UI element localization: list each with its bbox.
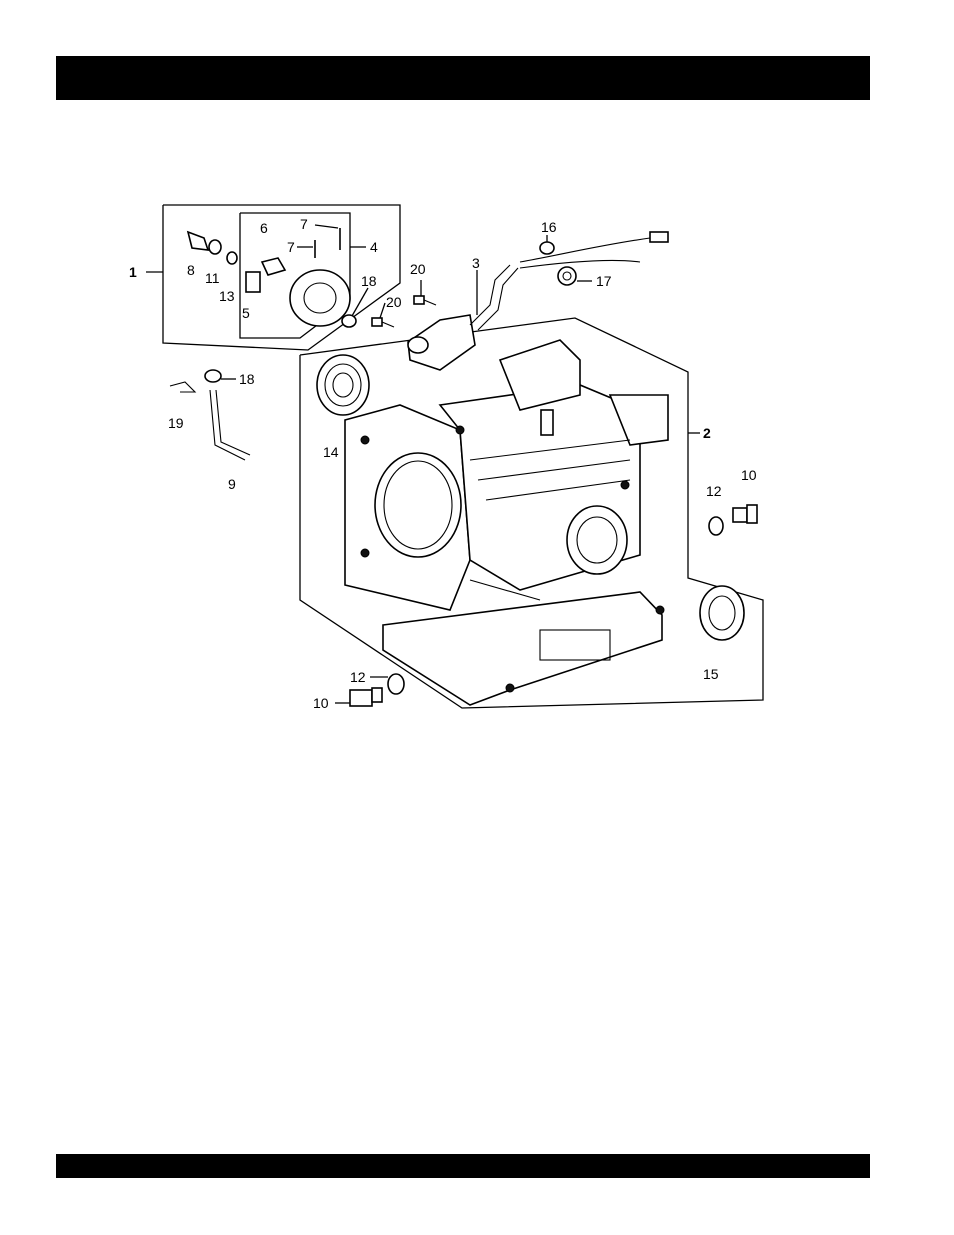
callout-7a: 7 [300,216,308,232]
bearing-part-14 [317,355,369,415]
holder-part-5 [246,272,260,292]
callout-18a: 18 [361,273,377,289]
callout-15: 15 [703,666,719,682]
callout-12a: 12 [706,483,722,499]
callout-9: 9 [228,476,236,492]
clip-part-13 [227,252,237,264]
nut-part-17 [558,267,576,285]
callout-16: 16 [541,219,557,235]
callout-11: 11 [205,270,220,286]
washer-part-18a [342,315,356,327]
callout-20a: 20 [410,261,426,277]
callout-17: 17 [596,273,612,289]
callout-18b: 18 [239,371,255,387]
governor-slider-part-6 [262,258,285,275]
callout-14: 14 [323,444,339,460]
oil-level-switch-part-3 [408,265,518,370]
washer-part-12b [388,674,404,694]
oil-seal-part-15 [700,586,744,640]
washer-part-11 [209,240,221,254]
callout-5: 5 [242,305,250,321]
callout-13: 13 [219,288,235,304]
callout-20b: 20 [386,294,402,310]
callout-6: 6 [260,220,268,236]
footer-bar [56,1154,870,1178]
crankcase-body [345,340,668,705]
drain-bolt-part-10b [350,688,382,706]
callout-8: 8 [187,262,195,278]
governor-arm-part-9 [210,390,250,460]
callout-10b: 10 [313,695,329,711]
drain-bolt-part-10a [733,505,757,523]
callout-1: 1 [129,264,137,280]
bolt-part-20a [414,296,436,305]
callout-7b: 7 [287,239,295,255]
callout-2: 2 [703,425,711,441]
callout-19: 19 [168,415,184,431]
clip-part-19 [170,382,195,392]
governor-gear-part-4 [290,270,350,326]
callout-3: 3 [472,255,480,271]
callout-12b: 12 [350,669,366,685]
bolt-part-20b [372,318,394,327]
wire-harness-part-16 [520,232,668,268]
washer-part-12a [709,517,723,535]
pin-part-7 [315,228,340,258]
callout-10a: 10 [741,467,757,483]
shaft-part-8 [188,232,208,250]
callout-4: 4 [370,239,378,255]
washer-part-18b [205,370,221,382]
